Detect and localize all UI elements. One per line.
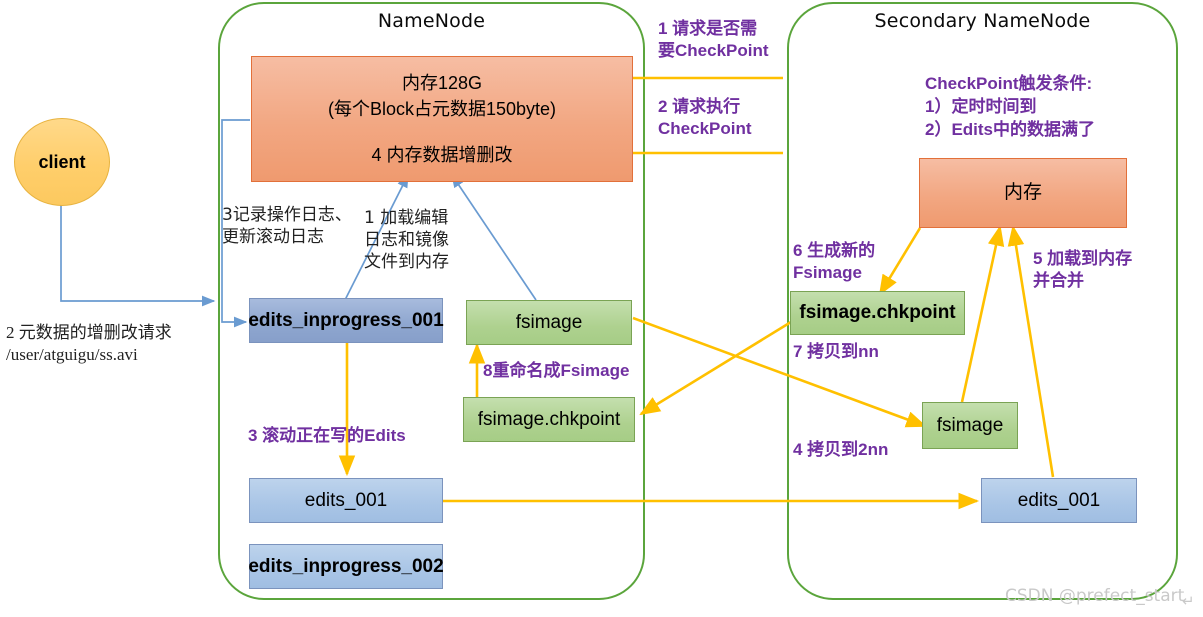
panel-namenode-title: NameNode — [377, 10, 486, 32]
note-checkpoint-conditions: CheckPoint触发条件: 1）定时时间到 2）Edits中的数据满了 — [925, 74, 1096, 139]
note-step2-exec-checkpoint: 2 请求执行 CheckPoint — [658, 97, 752, 138]
note-step6-new-fsimage: 6 生成新的 Fsimage — [793, 241, 876, 282]
secondary-memory-box[interactable]: 内存 — [919, 158, 1127, 228]
note-step7-copy-to-nn: 7 拷贝到nn — [793, 342, 879, 361]
namenode-edits-001[interactable]: edits_001 — [249, 478, 443, 523]
note-client-request: 2 元数据的增删改请求 /user/atguigu/ss.avi — [6, 323, 172, 364]
namenode-fsimage[interactable]: fsimage — [466, 300, 632, 345]
namenode-fsimage-chkpoint[interactable]: fsimage.chkpoint — [463, 397, 635, 442]
note-step3-roll-edits: 3 滚动正在写的Edits — [248, 426, 406, 445]
memory-capacity-label: 内存128G — [401, 72, 483, 93]
note-step4-copy-to-2nn: 4 拷贝到2nn — [793, 440, 889, 459]
namenode-edits-inprogress-002[interactable]: edits_inprogress_002 — [248, 544, 444, 589]
note-step3-log: 3记录操作日志、 更新滚动日志 — [222, 205, 352, 247]
panel-namenode — [218, 2, 645, 600]
secondary-fsimage[interactable]: fsimage — [922, 402, 1018, 449]
note-step5-load-merge: 5 加载到内存 并合并 — [1033, 249, 1133, 290]
namenode-edits-inprogress-001[interactable]: edits_inprogress_001 — [248, 298, 444, 343]
note-step1-load: 1 加载编辑 日志和镜像 文件到内存 — [364, 208, 449, 272]
memory-block-meta-label: (每个Block占元数据150byte) — [327, 98, 557, 119]
memory-step4-label: 4 内存数据增删改 — [371, 145, 513, 166]
panel-secondary-namenode-title: Secondary NameNode — [874, 10, 1091, 32]
client-label: client — [38, 151, 86, 172]
client-node[interactable]: client — [14, 118, 110, 206]
namenode-memory-box[interactable]: 内存128G (每个Block占元数据150byte) 4 内存数据增删改 — [251, 56, 633, 182]
secondary-fsimage-chkpoint[interactable]: fsimage.chkpoint — [790, 291, 965, 335]
panel-secondary-namenode — [787, 2, 1178, 600]
watermark-return-icon: ↵ — [1182, 593, 1195, 610]
note-step8-rename: 8重命名成Fsimage — [483, 361, 630, 380]
watermark-text: CSDN @prefect_start — [1005, 586, 1185, 606]
note-step1-ask-checkpoint: 1 请求是否需 要CheckPoint — [658, 19, 769, 60]
secondary-edits-001[interactable]: edits_001 — [981, 478, 1137, 523]
